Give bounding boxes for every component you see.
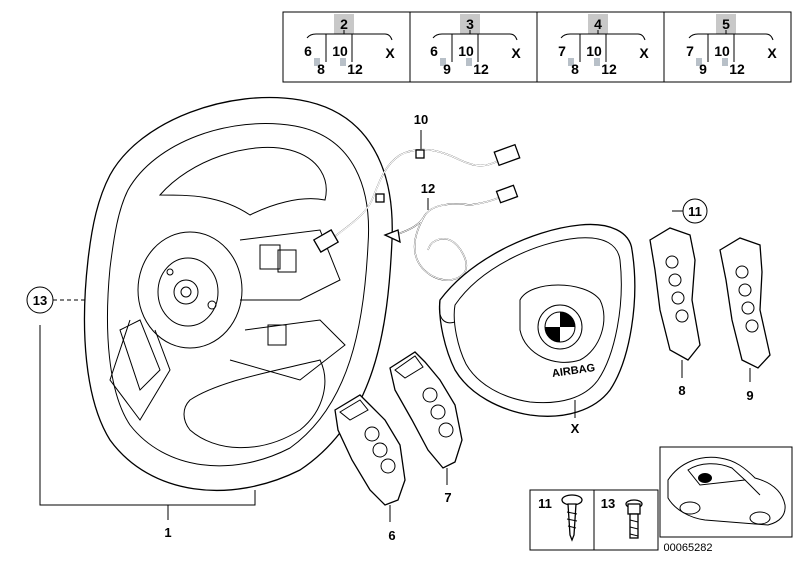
svg-text:X: X — [511, 45, 521, 61]
svg-text:8: 8 — [678, 383, 685, 398]
fastener-box: 11 13 — [529, 489, 659, 551]
svg-text:12: 12 — [601, 61, 617, 77]
svg-text:5: 5 — [722, 16, 730, 32]
svg-text:6: 6 — [388, 528, 395, 543]
svg-text:11: 11 — [538, 496, 552, 511]
svg-text:X: X — [571, 421, 580, 436]
car-icon — [667, 456, 786, 526]
svg-text:7: 7 — [558, 43, 566, 59]
steering-wheel — [83, 96, 393, 492]
svg-text:6: 6 — [430, 43, 438, 59]
svg-text:6: 6 — [304, 43, 312, 59]
button-panel-7: 7 — [389, 351, 463, 505]
svg-text:X: X — [385, 45, 395, 61]
svg-text:9: 9 — [699, 61, 707, 77]
svg-text:X: X — [639, 45, 649, 61]
svg-text:9: 9 — [443, 61, 451, 77]
button-panel-6: 6 — [334, 394, 406, 543]
variant-cell-1: 2 6 10 X 8 12 — [304, 14, 395, 77]
wiring-harness: 10 — [312, 112, 521, 253]
variant-cell-3: 4 7 10 X 8 12 — [558, 14, 649, 77]
reference-number: 00065282 — [664, 542, 713, 554]
svg-text:8: 8 — [571, 61, 579, 77]
svg-text:12: 12 — [347, 61, 363, 77]
svg-text:10: 10 — [414, 112, 428, 127]
svg-text:13: 13 — [33, 293, 47, 308]
svg-text:10: 10 — [586, 43, 602, 59]
svg-text:7: 7 — [686, 43, 694, 59]
svg-text:7: 7 — [444, 490, 451, 505]
car-location-box — [659, 446, 793, 538]
svg-text:9: 9 — [746, 388, 753, 403]
svg-text:10: 10 — [458, 43, 474, 59]
svg-text:8: 8 — [317, 61, 325, 77]
svg-text:13: 13 — [601, 496, 615, 511]
airbag-module: AIRBAG X — [438, 223, 636, 436]
svg-text:12: 12 — [729, 61, 745, 77]
svg-text:11: 11 — [688, 204, 702, 219]
svg-text:1: 1 — [164, 525, 171, 540]
button-panel-9: 9 — [719, 237, 771, 403]
svg-text:12: 12 — [421, 181, 435, 196]
callout-11: 11 — [672, 198, 708, 224]
svg-text:4: 4 — [594, 16, 602, 32]
svg-text:AIRBAG: AIRBAG — [551, 362, 596, 380]
variant-cell-2: 3 6 10 X 9 12 — [430, 14, 521, 77]
svg-text:3: 3 — [466, 16, 474, 32]
callout-1: 1 — [39, 325, 256, 540]
variant-cell-4: 5 7 10 X 9 12 — [686, 14, 777, 77]
svg-text:X: X — [767, 45, 777, 61]
svg-text:10: 10 — [714, 43, 730, 59]
variant-table: 2 6 10 X 8 12 3 6 10 X 9 12 — [282, 11, 792, 83]
svg-text:12: 12 — [473, 61, 489, 77]
svg-text:10: 10 — [332, 43, 348, 59]
variant-top-label: 2 — [340, 16, 348, 32]
callout-13: 13 — [26, 286, 85, 314]
cable: 12 — [383, 181, 519, 281]
button-panel-8: 8 — [649, 227, 701, 398]
bolt-icon — [625, 499, 643, 539]
screw-icon — [561, 494, 583, 542]
